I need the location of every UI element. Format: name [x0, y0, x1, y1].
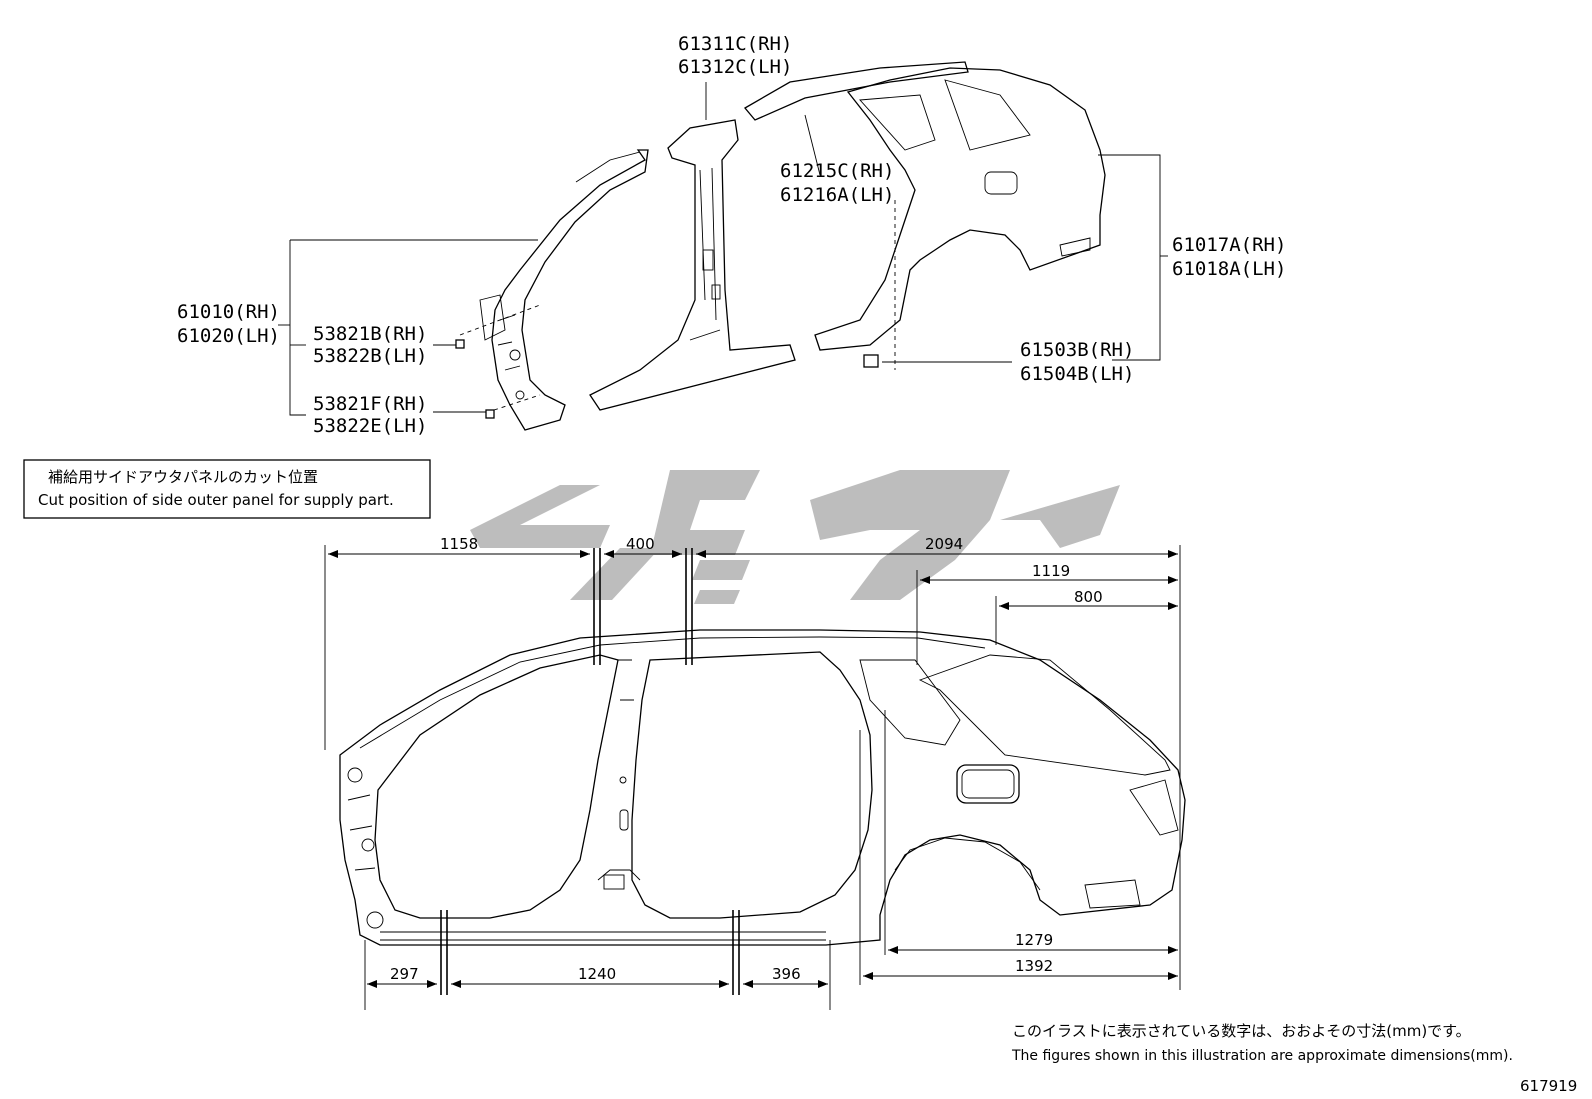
- dim-1240: 1240: [578, 965, 616, 983]
- front-pillar-panel: [479, 149, 649, 431]
- label-quarter-lh: 61018A(LH): [1172, 258, 1286, 280]
- label-bracket-lh: 61504B(LH): [1020, 363, 1134, 385]
- dim-1392: 1392: [1015, 957, 1053, 975]
- label-b-pillar-rh: 61311C(RH): [678, 33, 792, 55]
- footer-note-jp: このイラストに表示されている数字は、おおよその寸法(mm)です。: [1012, 1022, 1471, 1040]
- label-nut-b-rh: 53821B(RH): [313, 323, 427, 345]
- nut-f-part: [485, 409, 495, 419]
- label-bracket-rh: 61503B(RH): [1020, 339, 1134, 361]
- extension-lines: [324, 545, 1181, 1010]
- label-nut-f-rh: 53821F(RH): [313, 393, 427, 415]
- label-nut-e-lh: 53822E(LH): [313, 415, 427, 437]
- dim-1158: 1158: [440, 535, 478, 553]
- label-b-pillar-lh: 61312C(LH): [678, 56, 792, 78]
- legend-en: Cut position of side outer panel for sup…: [38, 491, 394, 509]
- label-nut-b-lh: 53822B(LH): [313, 345, 427, 367]
- roof-side-panel: [744, 61, 969, 121]
- label-front-side-rh: 61010(RH): [177, 301, 280, 323]
- dim-400: 400: [626, 535, 655, 553]
- dim-1279: 1279: [1015, 931, 1053, 949]
- quarter-panel: [814, 67, 1106, 351]
- label-roof-side-rh: 61215C(RH): [780, 160, 894, 182]
- bracket-part: [863, 354, 879, 368]
- illustration-id: 617919: [1520, 1077, 1577, 1095]
- legend-jp: 補給用サイドアウタパネルのカット位置: [48, 468, 318, 486]
- dim-297: 297: [390, 965, 419, 983]
- dim-2094: 2094: [925, 535, 963, 553]
- watermark-logo: [470, 470, 1120, 604]
- dim-1119: 1119: [1032, 562, 1070, 580]
- dim-396: 396: [772, 965, 801, 983]
- label-roof-side-lh: 61216A(LH): [780, 184, 894, 206]
- dim-800: 800: [1074, 588, 1103, 606]
- dimension-lines: [328, 550, 1178, 988]
- footer-note-en: The figures shown in this illustration a…: [1011, 1048, 1513, 1064]
- label-front-side-lh: 61020(LH): [177, 325, 280, 347]
- cut-position-legend: 補給用サイドアウタパネルのカット位置 Cut position of side …: [23, 459, 431, 519]
- cut-lines: [440, 548, 740, 995]
- nut-b-part: [455, 339, 465, 349]
- label-quarter-rh: 61017A(RH): [1172, 234, 1286, 256]
- callout-leaders: [278, 82, 1168, 416]
- b-pillar-panel: [589, 119, 796, 411]
- side-outer-panel-full: [339, 629, 1186, 946]
